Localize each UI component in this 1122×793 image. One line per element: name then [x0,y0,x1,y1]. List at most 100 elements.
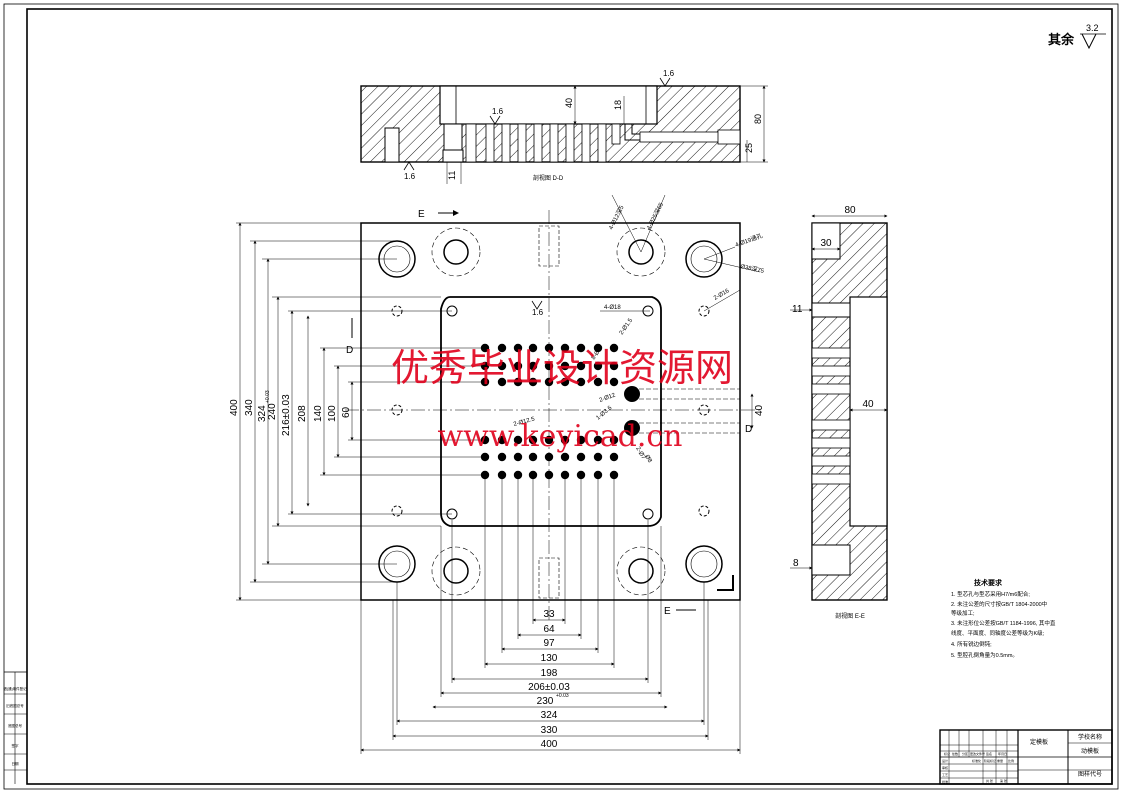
cavity-hole [513,470,523,480]
tb-cell-8: 标准化 [972,758,981,763]
top-view-caption: 剖视图 D-D [533,174,564,182]
vertical-dimensions [236,222,485,601]
top-dim-40: 40 [564,98,574,108]
tb-cell-3: 分区 [962,751,968,756]
left-strip: 借(通)用件登记 旧底图总号 底图总号 签字 日期 [3,671,27,784]
section-mark-e-bottom: E [664,606,671,617]
top-roughness-b: 1.6 [492,107,504,116]
vdim-100: 100 [327,405,338,422]
cavity-hole [593,377,603,387]
cavity-hole [593,452,603,462]
cavity-hole [513,435,523,445]
cavity-hole [544,377,554,387]
callout-11: 2-Ø12.5 [513,416,536,428]
hdim-330: 330 [541,725,558,736]
cavity-hole [544,361,554,371]
tech-note-4: 3. 未注形位公差按GB/T 1184-1996, 其中直 [951,619,1056,627]
cavity-hole [609,452,619,462]
callout-13: Ø8 [643,454,653,465]
cavity-hole [497,361,507,371]
vdim-324: 324 [257,405,268,422]
side-dim-11: 11 [792,304,803,315]
corner-roughness: 其余 3.2 [1048,23,1106,50]
cavity-hole [609,377,619,387]
vdim-216: 216±0.03 [281,394,292,436]
side-dim-30: 30 [820,238,832,249]
cavity-hole [593,470,603,480]
cavity-hole [576,435,586,445]
hdim-33: 33 [543,609,555,620]
vdim-40: 40 [754,404,765,416]
section-mark-e-top: E [418,209,425,220]
hdim-400: 400 [541,739,558,750]
cavity-hole [497,470,507,480]
cavity-hole [576,452,586,462]
title-block-text: 定模板 学校名称 动模板 图样代号 标记 处数 分区 更改文件号 签名 年月日 … [942,733,1102,784]
cavity-hole [528,377,538,387]
cavity-hole [609,361,619,371]
side-view-caption: 剖视图 E-E [835,612,865,620]
cavity-hole [593,361,603,371]
cavity-hole [513,452,523,462]
callout-4: Ø38深75 [740,262,766,275]
cavity-hole [513,343,523,353]
tb-cell-9: 审核 [942,765,948,770]
cavity-hole [609,435,619,445]
strip-label-1: 借(通)用件登记 [3,686,27,691]
cavity-hole [576,343,586,353]
side-dim-8: 8 [793,558,799,569]
cavity-hole [513,377,523,387]
tech-note-1: 1. 型芯孔与型芯采用H7/m6配合; [951,590,1030,598]
tb-cell-4: 更改文件号 [970,751,985,756]
plan-view: E E D D 1.6 [345,209,760,620]
hdim-206: 206±0.03 [528,682,570,693]
title-school: 学校名称 [1078,733,1102,741]
cavity-hole [528,452,538,462]
top-roughness-a: 1.6 [663,69,675,78]
horizontal-dimensions [360,478,741,754]
plan-roughness: 1.6 [532,308,544,317]
tb-cell-13: 重量 [997,758,1003,763]
cavity-hole-grid [480,343,619,480]
cavity-hole [560,470,570,480]
cavity-hole [513,361,523,371]
cavity-hole [528,361,538,371]
outer-border [3,3,1119,790]
cavity-hole [528,470,538,480]
strip-label-4: 签字 [12,743,19,748]
cavity-hole [560,452,570,462]
cavity-hole [544,435,554,445]
top-dim-18: 18 [613,100,623,110]
cavity-hole [528,435,538,445]
tech-note-3: 等级加工; [951,609,975,617]
tech-note-2: 2. 未注公差的尺寸按GB/T 1804-2000中 [951,600,1047,608]
cavity-hole [497,343,507,353]
strip-label-5: 日期 [12,761,19,766]
tb-cell-10: 工艺 [942,772,948,777]
hdim-97: 97 [543,638,555,649]
side-dim-40: 40 [862,399,874,410]
tb-cell-15: 共 张 [986,778,993,783]
cavity-hole [560,435,570,445]
cavity-hole [593,435,603,445]
vdim-340: 340 [244,399,255,416]
cavity-hole [576,470,586,480]
cavity-hole [576,377,586,387]
vdim-240-tol: +0.03 [265,390,271,403]
corner-roughness-value: 3.2 [1086,23,1099,33]
callout-6: 4-Ø18 [604,305,621,311]
top-dim-80: 80 [753,114,763,124]
tech-note-5: 线度、平面度、同轴度公差等级为K级; [951,629,1045,637]
cavity-hole [544,452,554,462]
watermark-url: www.keyicad.cn [437,419,682,454]
corner-text: 其余 [1048,32,1075,47]
hdim-230-tol: +0.03 [556,693,569,699]
tb-cell-1: 标记 [944,751,950,756]
vdim-60: 60 [341,406,352,418]
title-block [939,729,1113,785]
hdim-198: 198 [541,668,558,679]
cavity-hole [544,470,554,480]
hdim-230: 230 [537,696,554,707]
top-dim-25: 25 [744,143,754,153]
